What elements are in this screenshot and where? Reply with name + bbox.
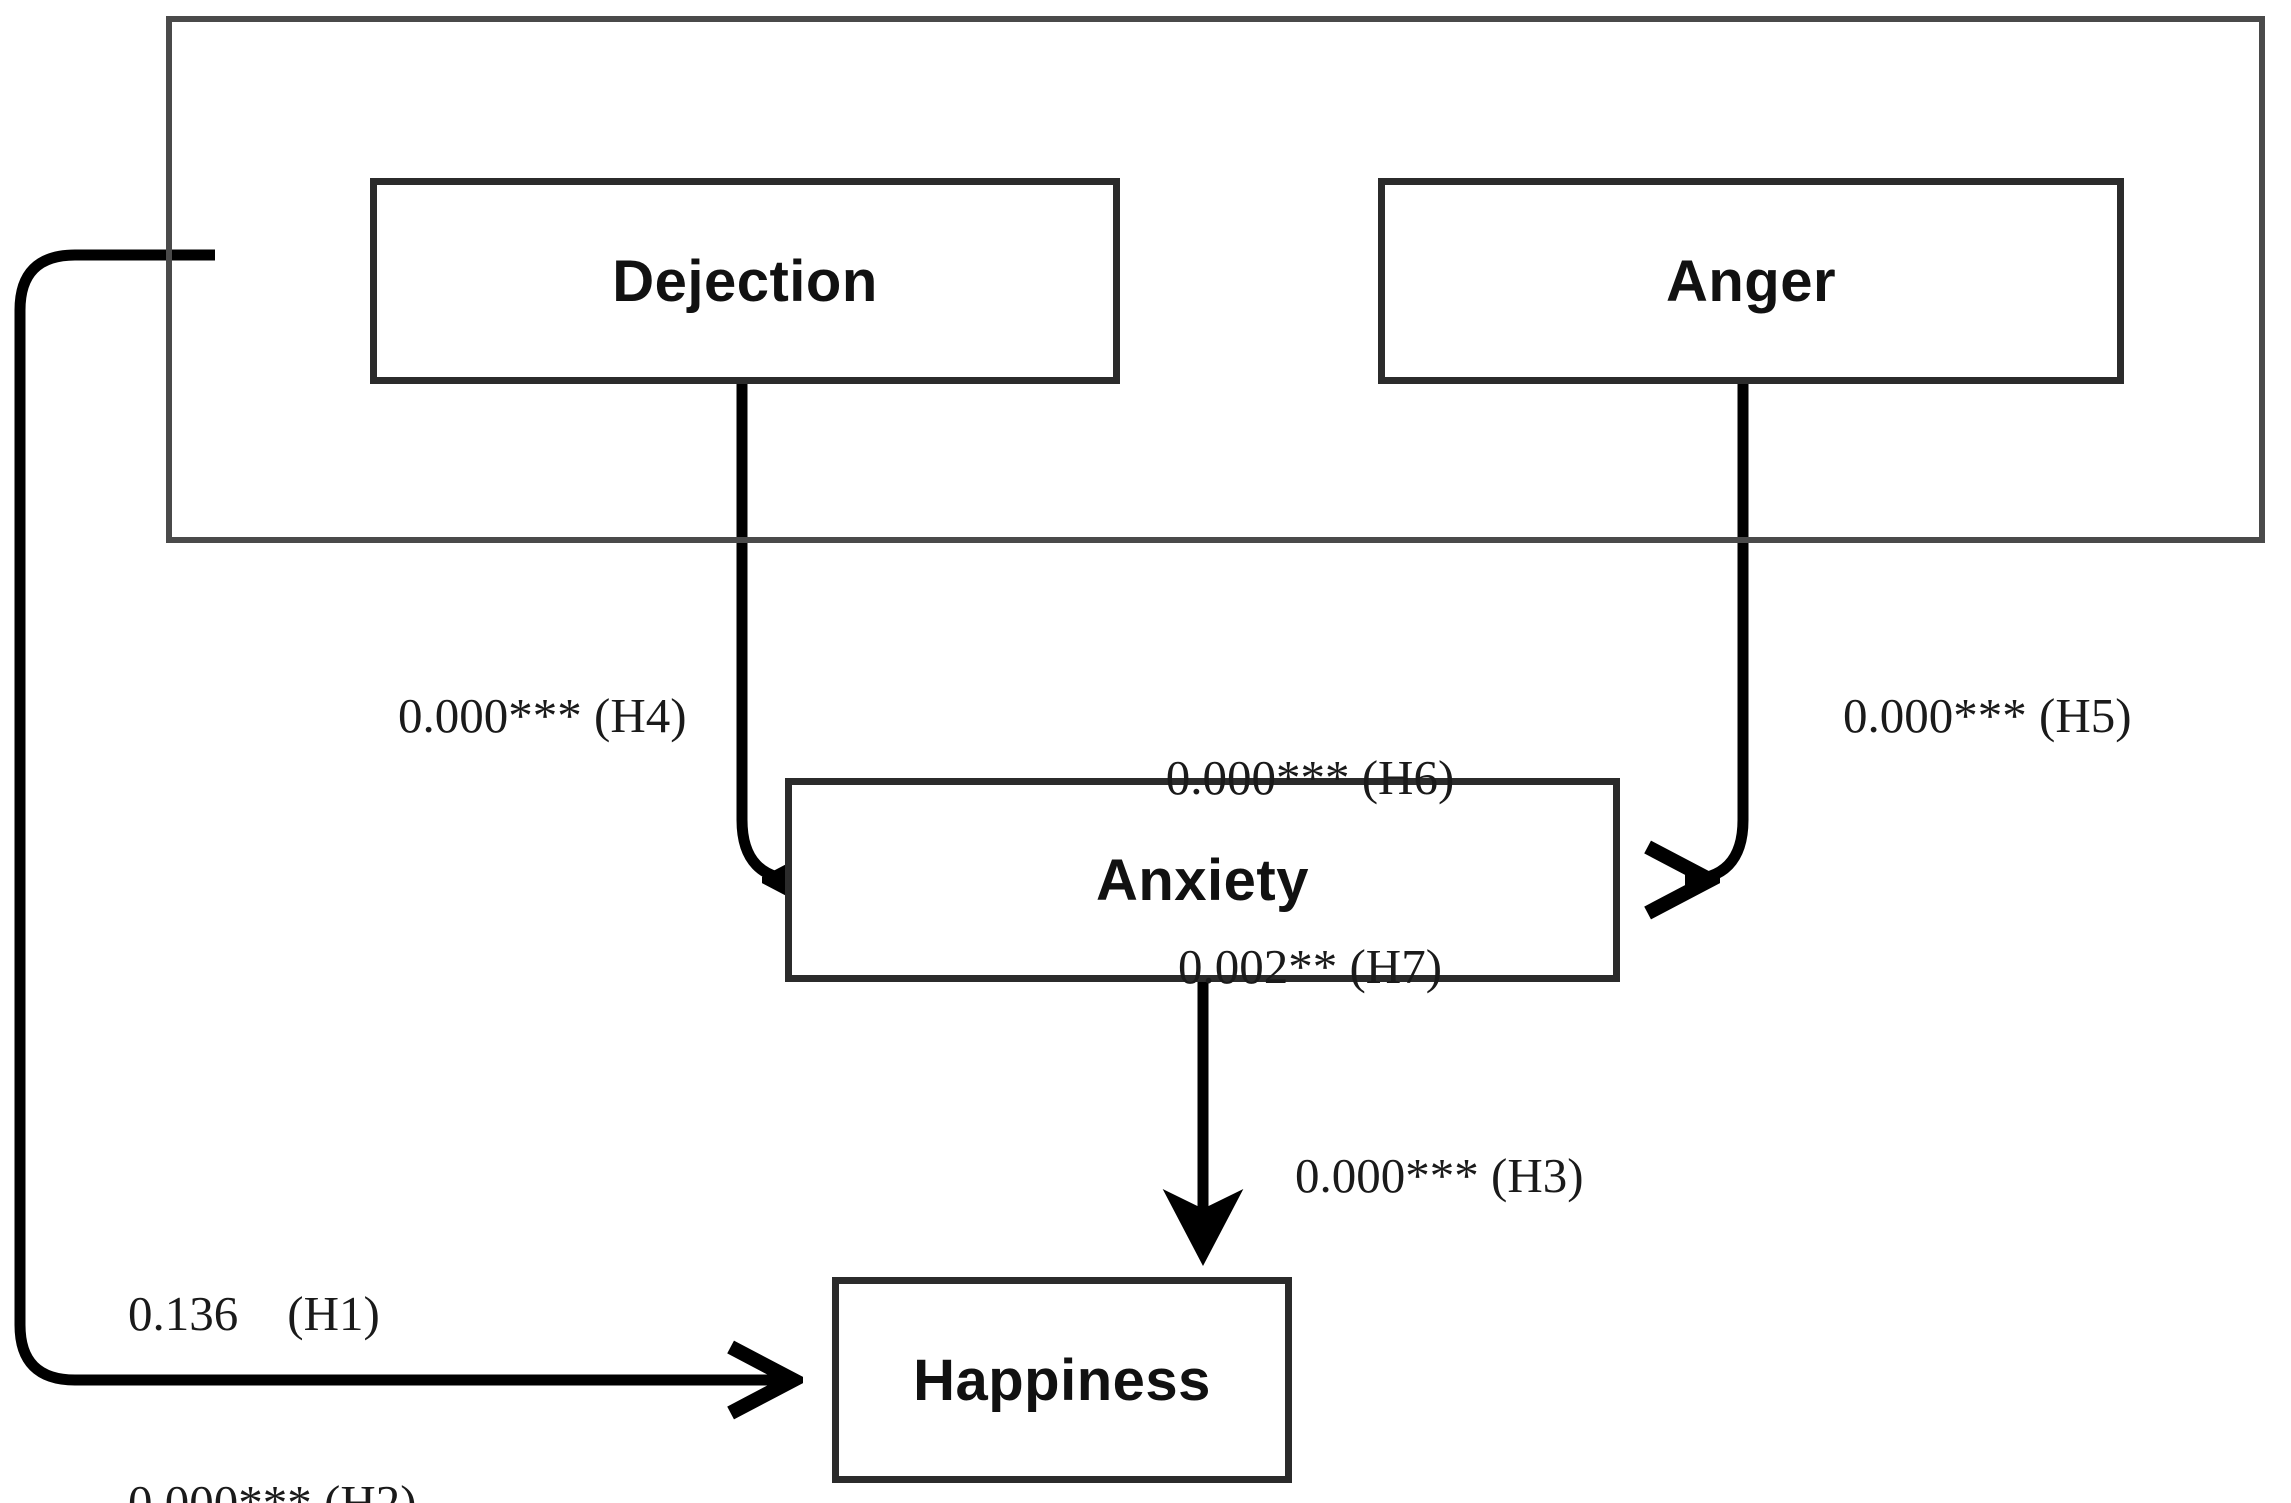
edge-label-h5-text: 0.000*** (H5) — [1843, 687, 2132, 743]
predictors-group-box — [166, 16, 2265, 543]
edge-label-h7-text: 0.002** (H7) — [1177, 938, 1443, 994]
edge-label-h6-h7: 0.000*** (H6) 0.002** (H7) — [1110, 622, 1510, 1124]
node-anger-label: Anger — [1665, 248, 1837, 314]
edge-label-h4: 0.000*** (H4) — [349, 622, 809, 810]
node-dejection-label: Dejection — [612, 248, 878, 314]
edge-label-h1-h2: 0.136 (H1) 0.000*** (H2) — [128, 1158, 558, 1503]
edge-line-anger-to-anxiety — [1685, 382, 1749, 880]
edge-label-h3: 0.000*** (H3) — [1246, 1082, 1706, 1270]
edge-label-h4-text: 0.000*** (H4) — [398, 687, 687, 743]
edge-label-h2-text: 0.000*** (H2) — [128, 1474, 417, 1503]
node-anxiety[interactable]: Anxiety — [785, 778, 1620, 982]
node-happiness-label: Happiness — [913, 1347, 1211, 1413]
node-anger[interactable]: Anger — [1378, 178, 2124, 384]
edge-label-h3-text: 0.000*** (H3) — [1295, 1147, 1584, 1203]
edge-label-h5: 0.000*** (H5) — [1794, 622, 2254, 810]
node-happiness[interactable]: Happiness — [832, 1277, 1292, 1483]
edge-label-h6-text: 0.000*** (H6) — [1165, 750, 1455, 806]
node-anxiety-label: Anxiety — [1095, 847, 1309, 913]
edge-line-group-to-happiness — [14, 249, 790, 1380]
edge-label-h1-text: 0.136 (H1) — [128, 1286, 380, 1342]
node-dejection[interactable]: Dejection — [370, 178, 1120, 384]
